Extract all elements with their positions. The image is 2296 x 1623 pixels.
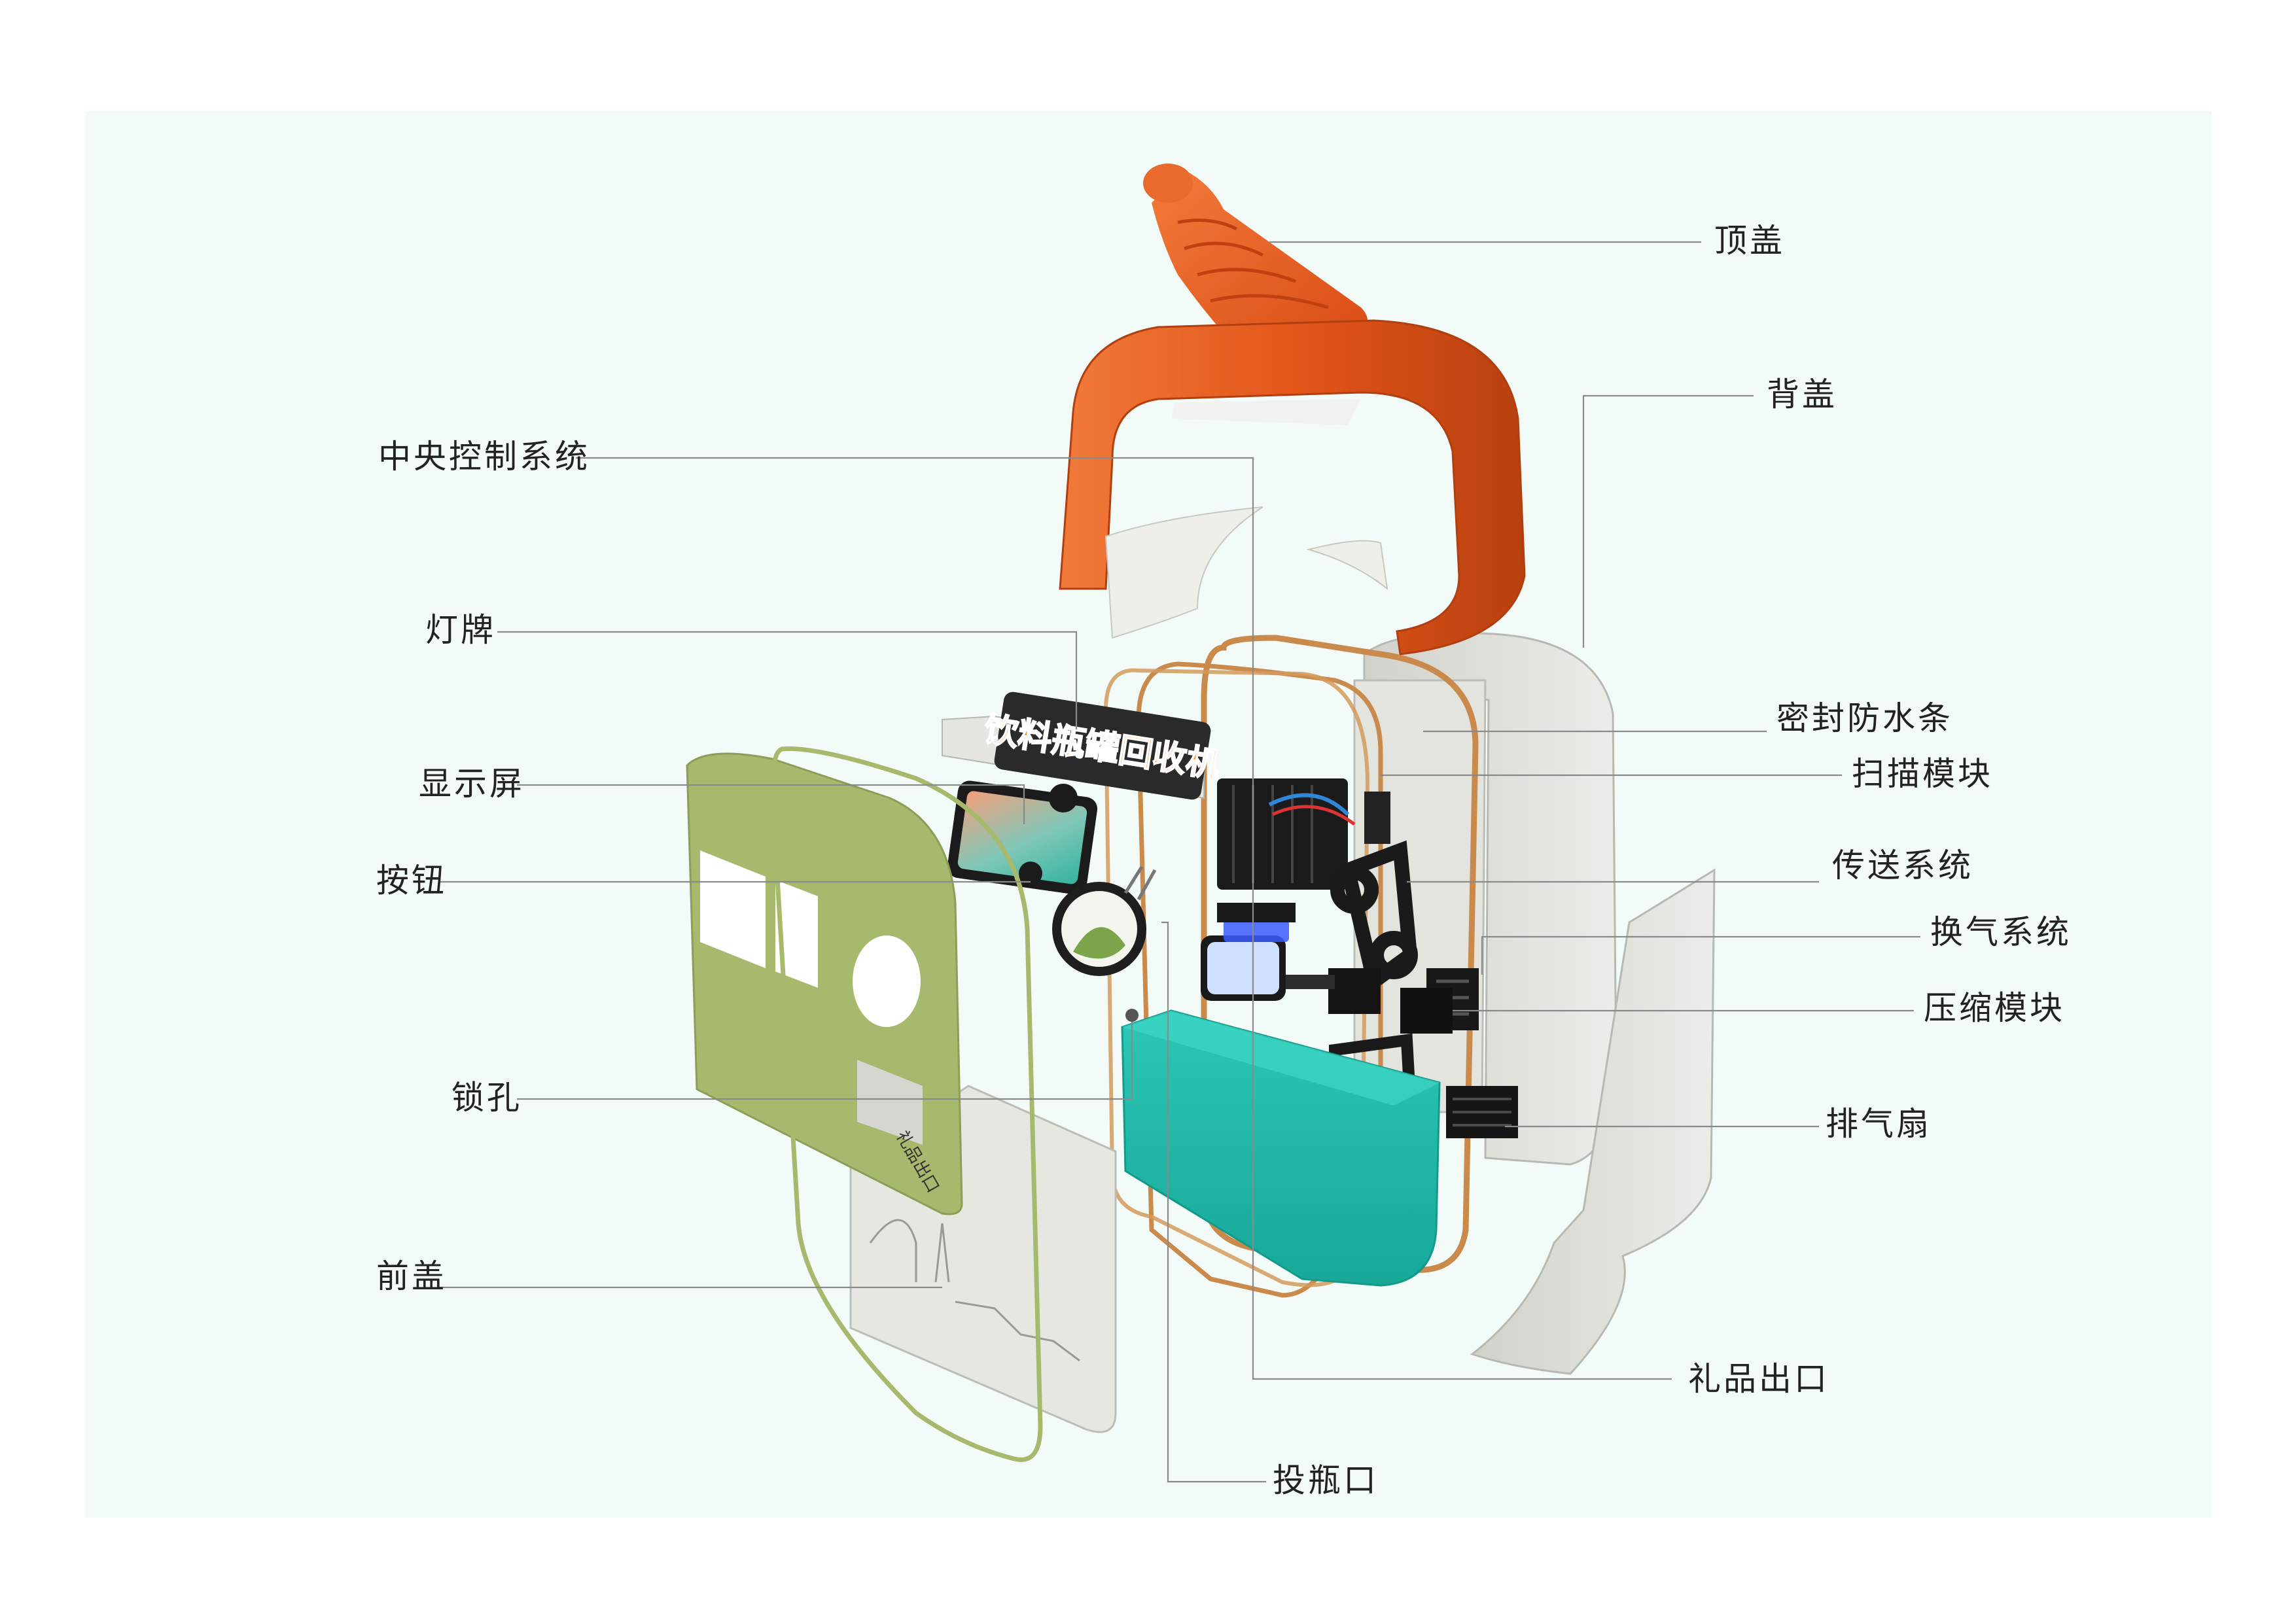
label-exhaust-fan: 排气扇 [1826,1105,1932,1143]
label-compress-module: 压缩模块 [1924,989,2065,1027]
lock-hole [1125,1009,1139,1022]
top-cover [1059,319,1526,655]
conveyor-system [1330,840,1418,994]
top-side-sheet-left [1104,506,1263,639]
scanner-lens [1207,942,1279,994]
camera-dot [1049,784,1078,812]
bottle-inlet-pins [1123,865,1144,894]
label-central-control: 中央控制系统 [378,438,590,476]
seal-strip-back [1201,635,1479,1273]
wires [1268,793,1350,816]
control-board [1217,778,1348,890]
front-cover-window-right [775,880,818,988]
label-lock-hole: 锁孔 [451,1079,522,1117]
label-light-sign: 灯牌 [425,611,496,649]
front-cover-inlet-hole [853,935,921,1027]
gift-outlet-panel [857,1060,923,1145]
label-front-cover: 前盖 [376,1257,447,1295]
label-conveyor: 传送系统 [1832,846,1973,884]
front-base-skyline [869,1219,1080,1362]
leader-display [517,784,1025,824]
label-gift-outlet: 礼品出口 [1688,1360,1829,1398]
compress-module [1400,988,1453,1034]
label-top-cover: 顶盖 [1714,222,1785,260]
top-cover-inner-sheet [1171,399,1361,425]
scanner-mount [1217,903,1296,922]
leader-bottle-inlet [1161,921,1266,1483]
collection-bin-rim [1122,1011,1439,1106]
leader-lock-hole [517,1017,1133,1100]
label-display: 显示屏 [419,765,525,803]
seal-strip-front [1103,668,1370,1287]
leader-ventilation [1481,935,1920,975]
exhaust-fan-grille [1453,1098,1511,1126]
front-cover-window-left [700,850,766,968]
bottle-inlet-gauge [1073,927,1125,959]
label-scan-module: 扫描模块 [1852,755,1993,793]
label-button: 按钮 [376,862,447,899]
leader-back-cover [1582,394,1754,648]
compress-block [1328,968,1381,1014]
leader-light-sign [497,631,1078,729]
bottle-inlet-pins-2 [1137,869,1157,901]
bottle-neck [1143,164,1193,203]
right-side-panel [1470,868,1716,1375]
scan-module [1364,792,1390,844]
background-panel [85,111,2212,1518]
label-seal-strip: 密封防水条 [1776,699,1953,737]
label-ventilation: 换气系统 [1930,913,2072,951]
wires-red [1271,805,1356,826]
leader-central-control [576,457,1672,1380]
label-bottle-inlet: 投瓶口 [1273,1461,1379,1499]
button-knob [1019,862,1042,885]
piston-rod [1276,975,1335,989]
light-sign-panel [994,691,1211,800]
top-side-sheet-right [1306,540,1388,591]
display-screen [957,791,1087,884]
bellows-ridges [1177,218,1329,309]
label-back-cover: 背盖 [1767,375,1837,413]
front-seal-strip [769,746,1043,1462]
